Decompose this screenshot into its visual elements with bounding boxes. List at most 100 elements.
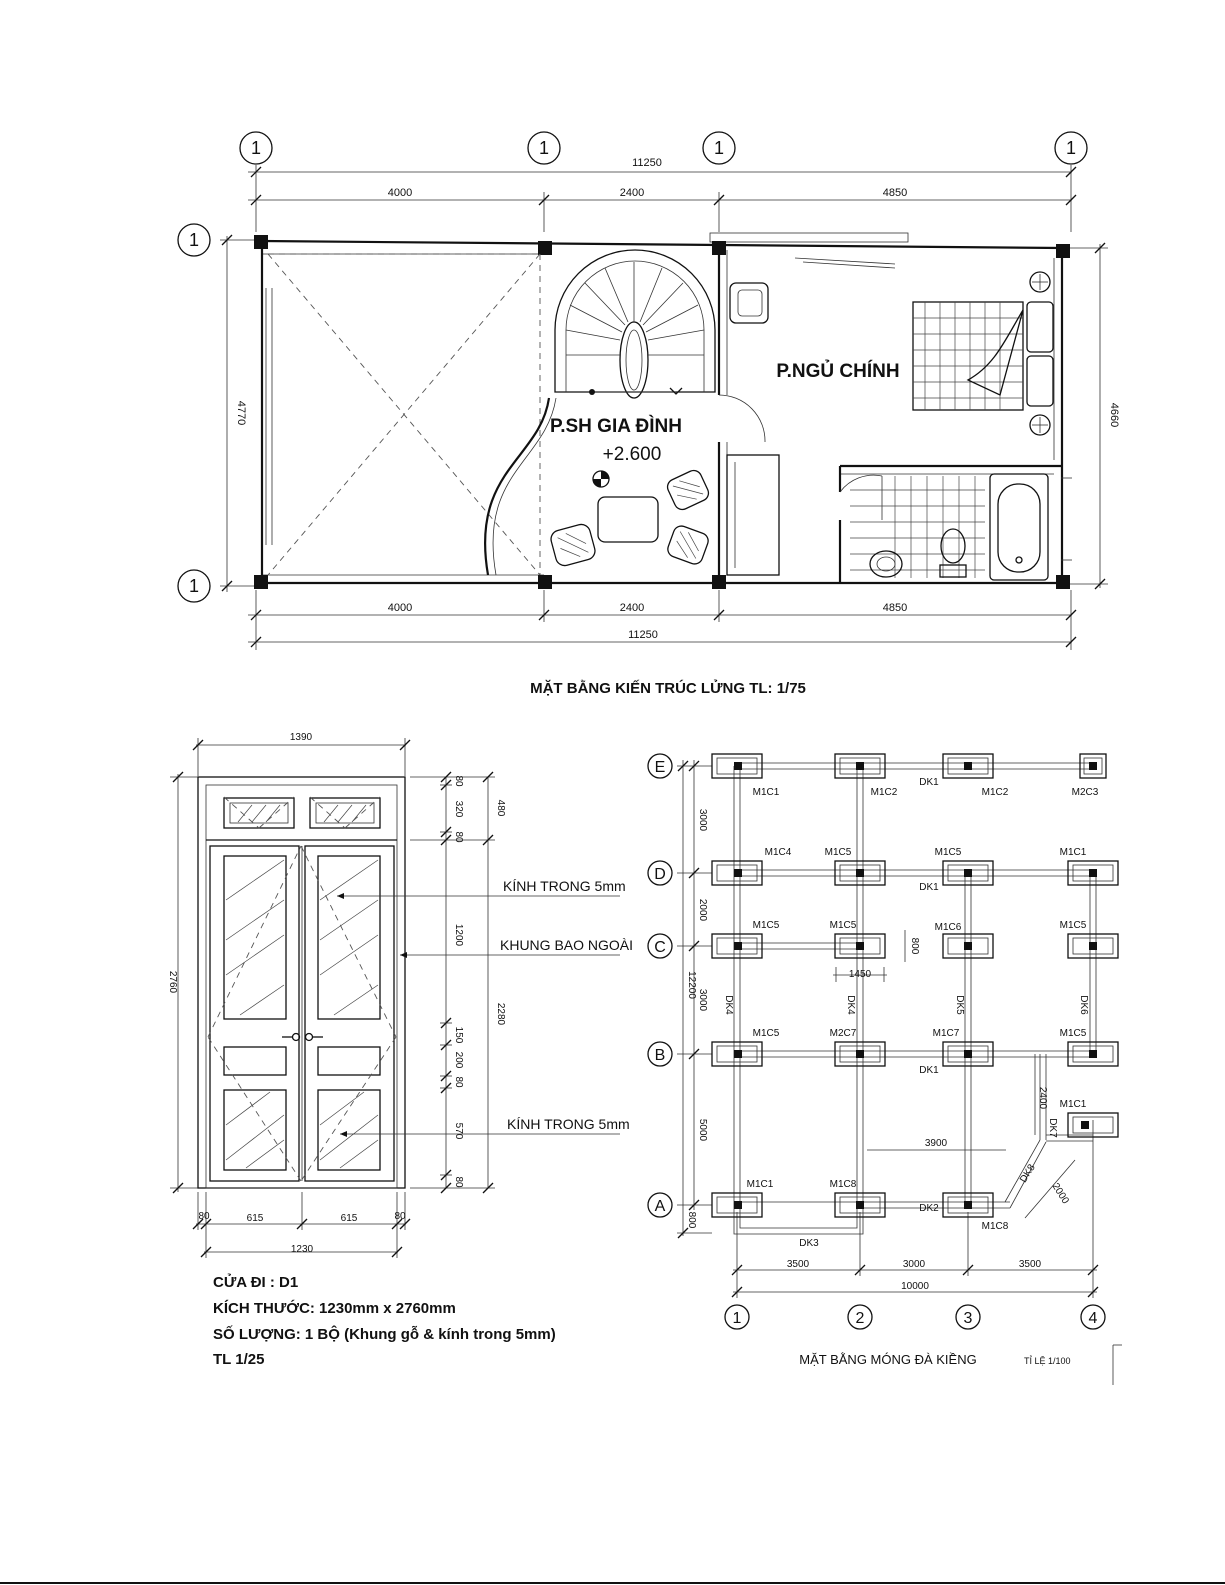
- plan-walls: [260, 232, 1064, 585]
- svg-text:M1C7: M1C7: [933, 1028, 960, 1039]
- door-dim-b-total: 1230: [291, 1244, 314, 1255]
- note-outer-frame: KHUNG BAO NGOÀI: [500, 937, 633, 953]
- fdn-dim-l4: 5000: [697, 1119, 708, 1142]
- svg-text:M1C5: M1C5: [753, 1028, 780, 1039]
- plan-columns: [254, 235, 1070, 589]
- svg-text:M1C5: M1C5: [830, 920, 857, 931]
- svg-text:DK1: DK1: [919, 777, 939, 788]
- level-mark: +2.600: [603, 444, 662, 465]
- dim-bottom-seg-3: 4850: [883, 602, 907, 614]
- axis-row-C: C: [647, 933, 673, 959]
- svg-text:M1C8: M1C8: [830, 1179, 857, 1190]
- svg-text:M1C4: M1C4: [765, 847, 792, 858]
- door-dim-r9: 80: [453, 1176, 464, 1188]
- svg-text:A: A: [655, 1198, 666, 1215]
- void-cross: [267, 253, 541, 576]
- dim-total-bottom: 11250: [628, 629, 658, 641]
- door-dim-r3: 80: [453, 831, 464, 843]
- svg-text:DK4: DK4: [723, 995, 734, 1015]
- room-label-family: P.SH GIA ĐÌNH: [550, 415, 682, 437]
- svg-text:1: 1: [189, 230, 199, 250]
- svg-text:1450: 1450: [849, 969, 872, 980]
- note-glass-top: KÍNH TRONG 5mm: [503, 878, 626, 894]
- fdn-dim-l5: 800: [686, 1212, 697, 1229]
- svg-text:DK8: DK8: [1018, 1162, 1038, 1185]
- svg-text:1: 1: [189, 576, 199, 596]
- footing: [834, 860, 886, 886]
- door-dim-r7: 80: [453, 1076, 464, 1088]
- svg-text:M1C5: M1C5: [935, 847, 962, 858]
- svg-text:2: 2: [856, 1310, 865, 1327]
- door-dim-r5: 150: [453, 1027, 464, 1044]
- footing: [1079, 753, 1107, 779]
- door-dim-height: 2760: [167, 971, 178, 994]
- room-label-bedroom: P.NGỦ CHÍNH: [776, 360, 899, 382]
- axis-bubble-top-1: 1: [239, 131, 273, 165]
- axis-row-B: B: [647, 1041, 673, 1067]
- svg-text:M1C8: M1C8: [982, 1221, 1009, 1232]
- svg-text:C: C: [654, 939, 666, 956]
- footing: [711, 753, 763, 779]
- svg-text:M1C1: M1C1: [1060, 847, 1087, 858]
- footing: [1067, 1112, 1119, 1138]
- door-dim-b4: 80: [394, 1211, 406, 1222]
- footing: [834, 1041, 886, 1067]
- svg-text:M1C5: M1C5: [1060, 920, 1087, 931]
- svg-text:1: 1: [251, 138, 261, 158]
- svg-text:800: 800: [909, 938, 920, 955]
- plan-caption: MẶT BẰNG KIẾN TRÚC LỬNG TL: 1/75: [530, 679, 806, 697]
- footing: [711, 1041, 763, 1067]
- dim-right-height: 4660: [1108, 403, 1120, 427]
- footing: [1067, 933, 1119, 959]
- footing: [834, 753, 886, 779]
- extra-dimensions: 1450 800 2400 3900 2000: [833, 930, 1076, 1219]
- door-title: CỬA ĐI : D1: [213, 1273, 298, 1291]
- curved-wall: [483, 397, 551, 576]
- svg-text:M1C2: M1C2: [982, 787, 1009, 798]
- fdn-dim-l-total: 12200: [686, 971, 697, 999]
- axis-row-A: A: [647, 1192, 673, 1218]
- mezzanine-plan: 1 1 1 1 1 1: [177, 131, 1120, 697]
- footing: [711, 860, 763, 886]
- door-quantity: SỐ LƯỢNG: 1 BỘ (Khung gỗ & kính trong 5m…: [213, 1325, 556, 1343]
- footing: [711, 1192, 763, 1218]
- svg-text:M1C5: M1C5: [825, 847, 852, 858]
- footing: [942, 860, 994, 886]
- door-dim-b1: 80: [198, 1211, 210, 1222]
- svg-text:1: 1: [1066, 138, 1076, 158]
- dim-top-seg-3: 4850: [883, 187, 907, 199]
- door-dim-r2: 320: [453, 801, 464, 818]
- svg-text:DK7: DK7: [1047, 1118, 1058, 1138]
- axis-row-D: D: [647, 860, 673, 886]
- dim-total-top: 11250: [632, 157, 662, 169]
- svg-text:M1C1: M1C1: [1060, 1099, 1087, 1110]
- note-glass-bottom: KÍNH TRONG 5mm: [507, 1116, 630, 1132]
- footing: [942, 1041, 994, 1067]
- dim-left-height: 4770: [235, 401, 247, 425]
- door-dim-r8: 570: [453, 1123, 464, 1140]
- door-dim-r6: 200: [453, 1052, 464, 1069]
- svg-text:DK4: DK4: [845, 995, 856, 1015]
- footing: [1067, 1041, 1119, 1067]
- svg-text:1: 1: [539, 138, 549, 158]
- footing: [834, 1192, 886, 1218]
- svg-text:1: 1: [733, 1310, 742, 1327]
- fdn-dim-l2: 2000: [697, 899, 708, 922]
- footing-labels: M1C1 M1C2 M1C2 M2C3 M1C4 M1C5 M1C5 M1C1 …: [747, 787, 1099, 1232]
- spiral-stair: [554, 249, 716, 399]
- foundation-caption: MẶT BẰNG MÓNG ĐÀ KIỀNG: [799, 1352, 976, 1367]
- footing: [942, 933, 994, 959]
- svg-text:1: 1: [714, 138, 724, 158]
- svg-text:DK1: DK1: [919, 882, 939, 893]
- fdn-dim-b-total: 10000: [901, 1281, 929, 1292]
- svg-text:3: 3: [964, 1310, 973, 1327]
- svg-text:4: 4: [1089, 1310, 1098, 1327]
- axis-bubble-top-4: 1: [1054, 131, 1088, 165]
- svg-text:M2C3: M2C3: [1072, 787, 1099, 798]
- svg-text:M1C5: M1C5: [753, 920, 780, 931]
- axis-bubble-left-1: 1: [177, 223, 211, 257]
- svg-text:2400: 2400: [1037, 1087, 1048, 1110]
- footing: [942, 753, 994, 779]
- dim-top-seg-2: 2400: [620, 187, 644, 199]
- foundation-caption-scale: TỈ LỆ 1/100: [1024, 1355, 1071, 1366]
